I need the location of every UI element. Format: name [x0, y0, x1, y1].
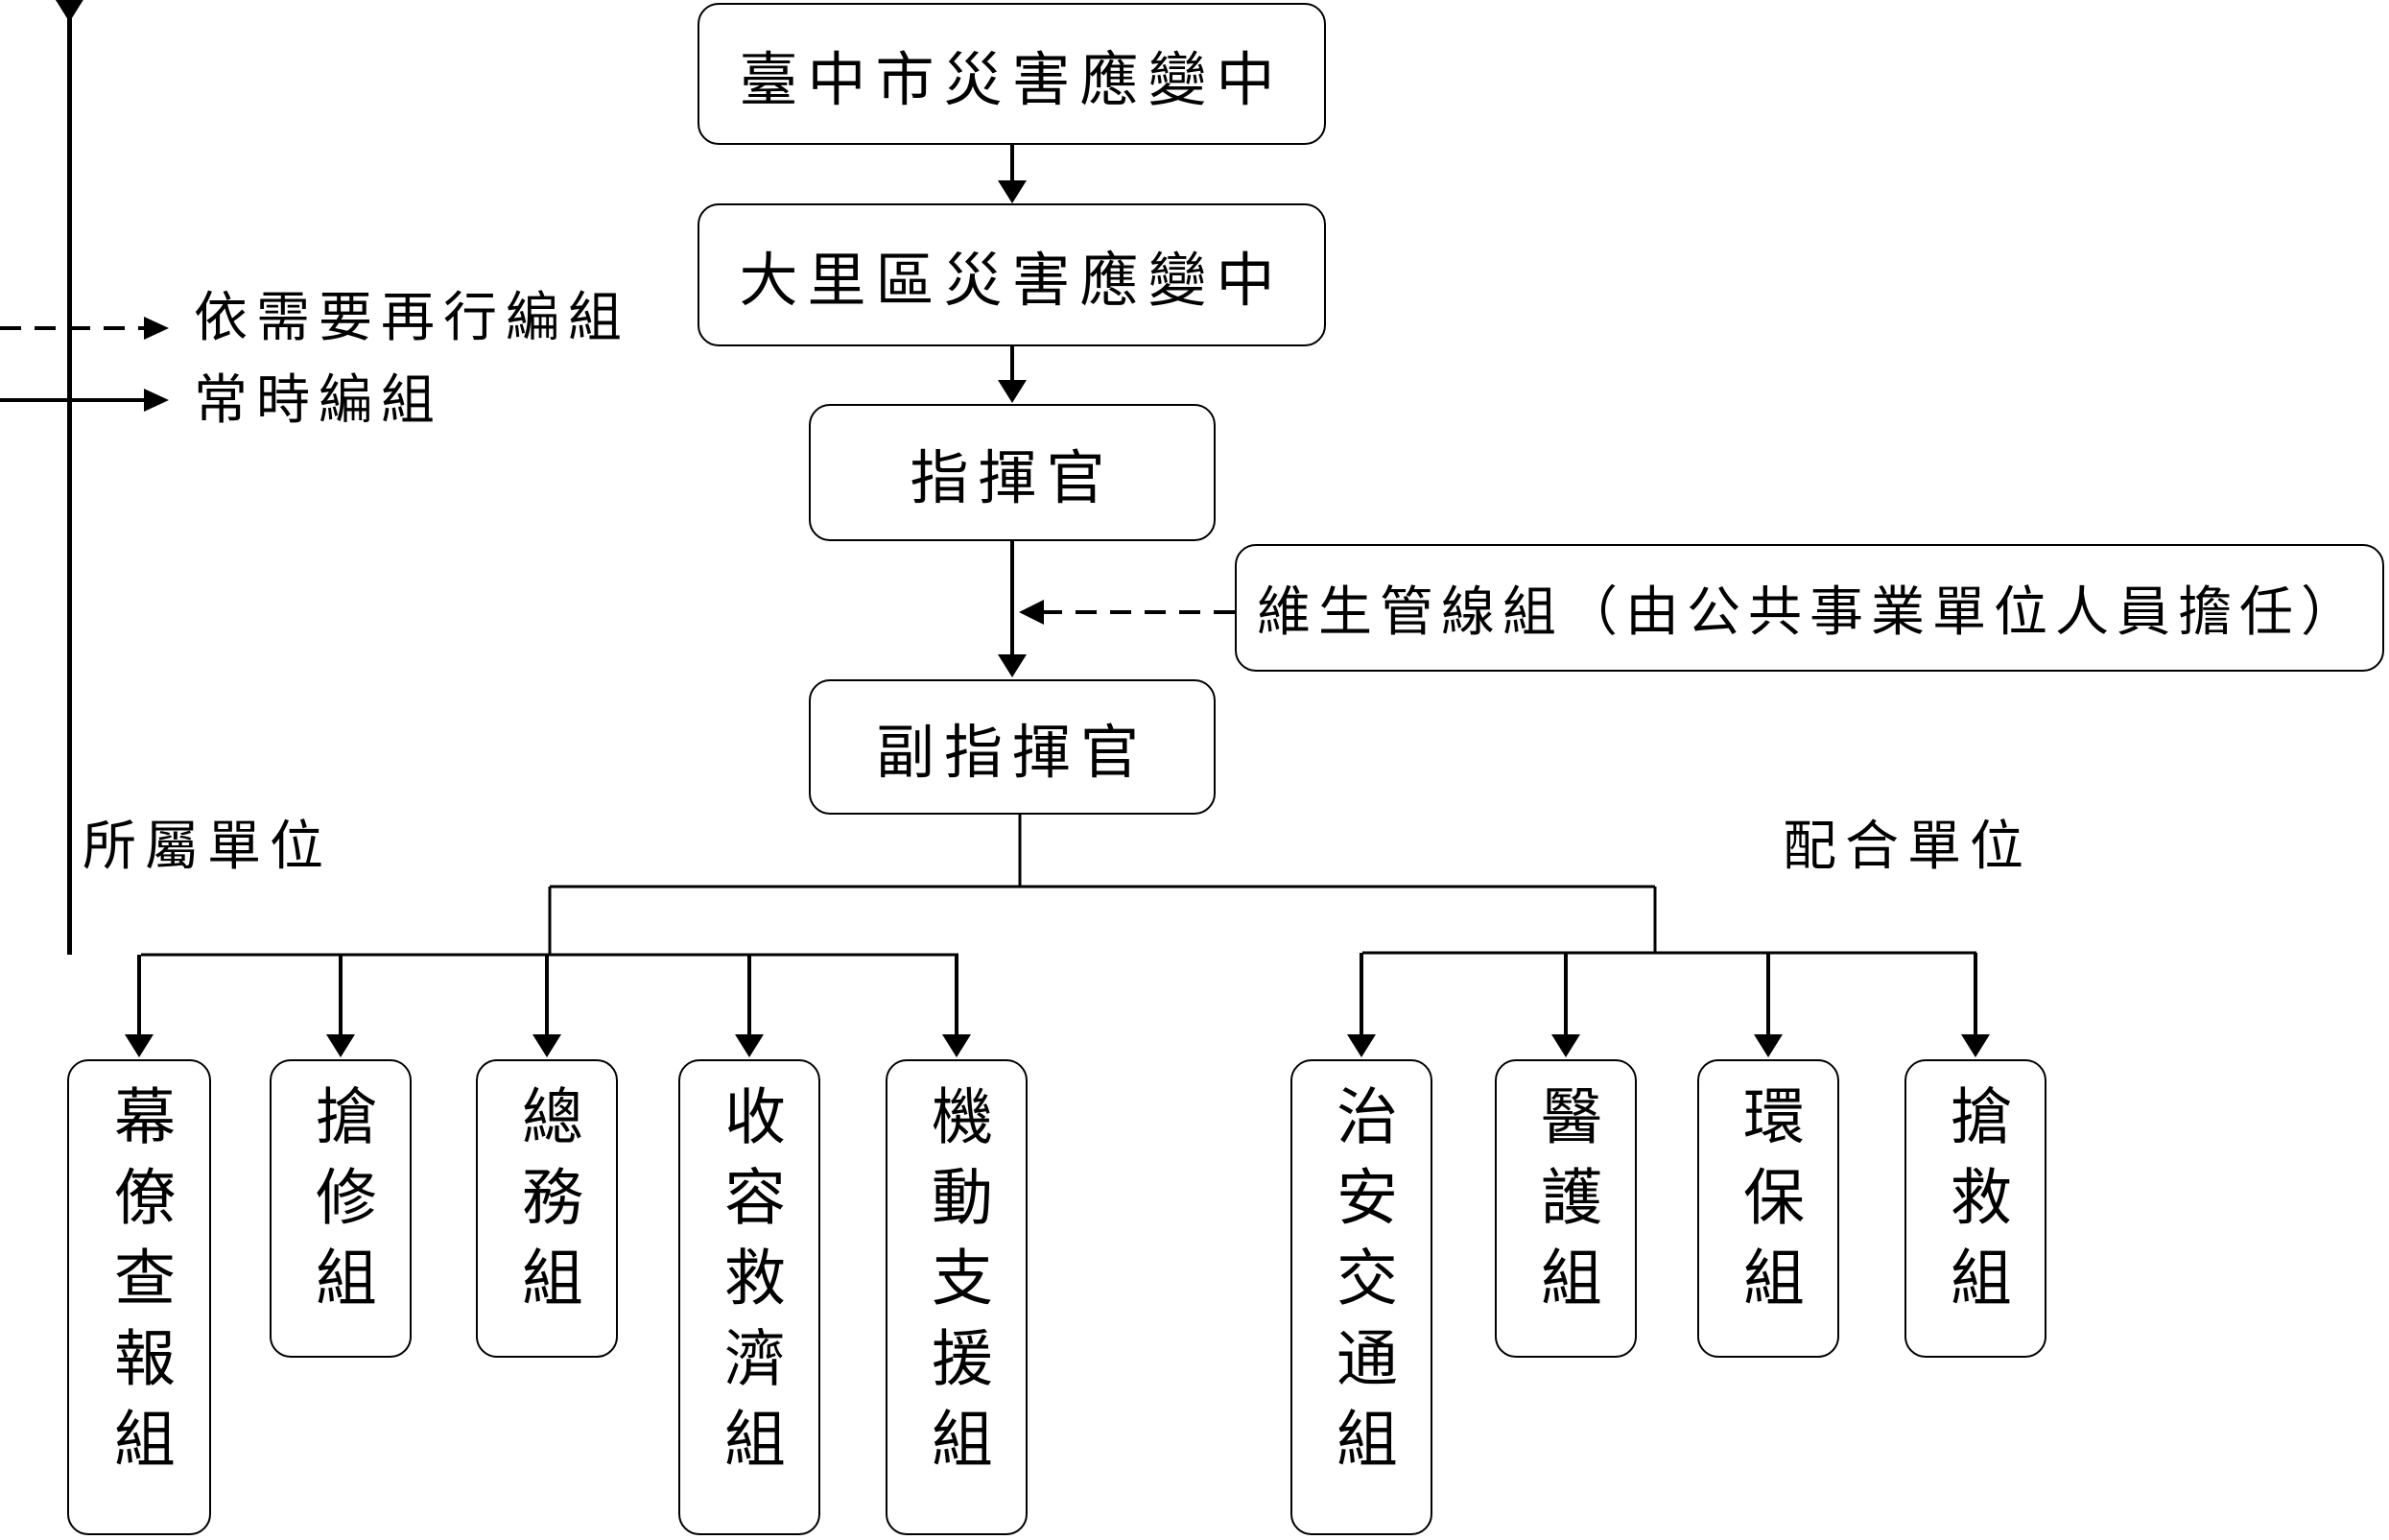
- commander-label: 指揮官: [910, 444, 1115, 512]
- cooperating-unit-label: 環保組: [1733, 1084, 1804, 1326]
- legend-solid-label: 常時編組: [194, 369, 443, 432]
- drop-arrowhead: [942, 1034, 971, 1057]
- city-center-box: 臺中市災害應變中: [698, 3, 1326, 145]
- cooperating-units-heading: 配合單位: [1783, 816, 2032, 878]
- drop-arrowhead: [1347, 1034, 1376, 1057]
- cooperating-unit-label: 治安交通組: [1326, 1084, 1397, 1487]
- cooperating-unit-1: 治安交通組: [1290, 1059, 1432, 1535]
- cooperating-unit-4: 搶救組: [1904, 1059, 2046, 1358]
- cooperating-unit-label: 醫護組: [1530, 1084, 1601, 1326]
- affiliated-unit-5: 機動支援組: [886, 1059, 1028, 1535]
- affiliated-unit-1: 幕僚查報組: [67, 1059, 211, 1535]
- affiliated-unit-4: 收容救濟組: [678, 1059, 820, 1535]
- cooperating-unit-label: 搶救組: [1940, 1084, 2011, 1326]
- deputy-commander-box: 副指揮官: [809, 679, 1216, 815]
- cooperating-unit-3: 環保組: [1697, 1059, 1839, 1358]
- drop-arrowhead: [1551, 1034, 1580, 1057]
- commander-box: 指揮官: [809, 404, 1216, 541]
- city-center-label: 臺中市災害應變中: [739, 45, 1285, 114]
- drop-arrowhead: [326, 1034, 355, 1057]
- legend-dashed-label: 依需要再行編組: [194, 287, 630, 349]
- drop-arrowhead: [1754, 1034, 1783, 1057]
- deputy-commander-label: 副指揮官: [875, 719, 1148, 787]
- drop-arrowhead: [735, 1034, 764, 1057]
- lifeline-group-box: 維生管線組（由公共事業單位人員擔任）: [1235, 544, 2384, 672]
- affiliated-unit-2: 搶修組: [270, 1059, 412, 1358]
- affiliated-unit-label: 收容救濟組: [714, 1084, 785, 1487]
- affiliated-units-heading: 所屬單位: [83, 816, 332, 878]
- drop-arrowhead: [125, 1034, 154, 1057]
- affiliated-unit-label: 機動支援組: [921, 1084, 992, 1487]
- affiliated-unit-label: 總務組: [511, 1084, 582, 1326]
- affiliated-unit-label: 幕僚查報組: [104, 1084, 175, 1487]
- lifeline-group-label: 維生管線組（由公共事業單位人員擔任）: [1257, 581, 2362, 644]
- drop-arrowhead: [1961, 1034, 1990, 1057]
- cooperating-unit-2: 醫護組: [1495, 1059, 1637, 1358]
- district-center-box: 大里區災害應變中: [698, 203, 1326, 346]
- district-center-label: 大里區災害應變中: [739, 247, 1285, 315]
- drop-arrowhead: [56, 0, 83, 21]
- drop-arrowhead: [532, 1034, 561, 1057]
- affiliated-unit-label: 搶修組: [305, 1084, 376, 1326]
- affiliated-unit-3: 總務組: [476, 1059, 618, 1358]
